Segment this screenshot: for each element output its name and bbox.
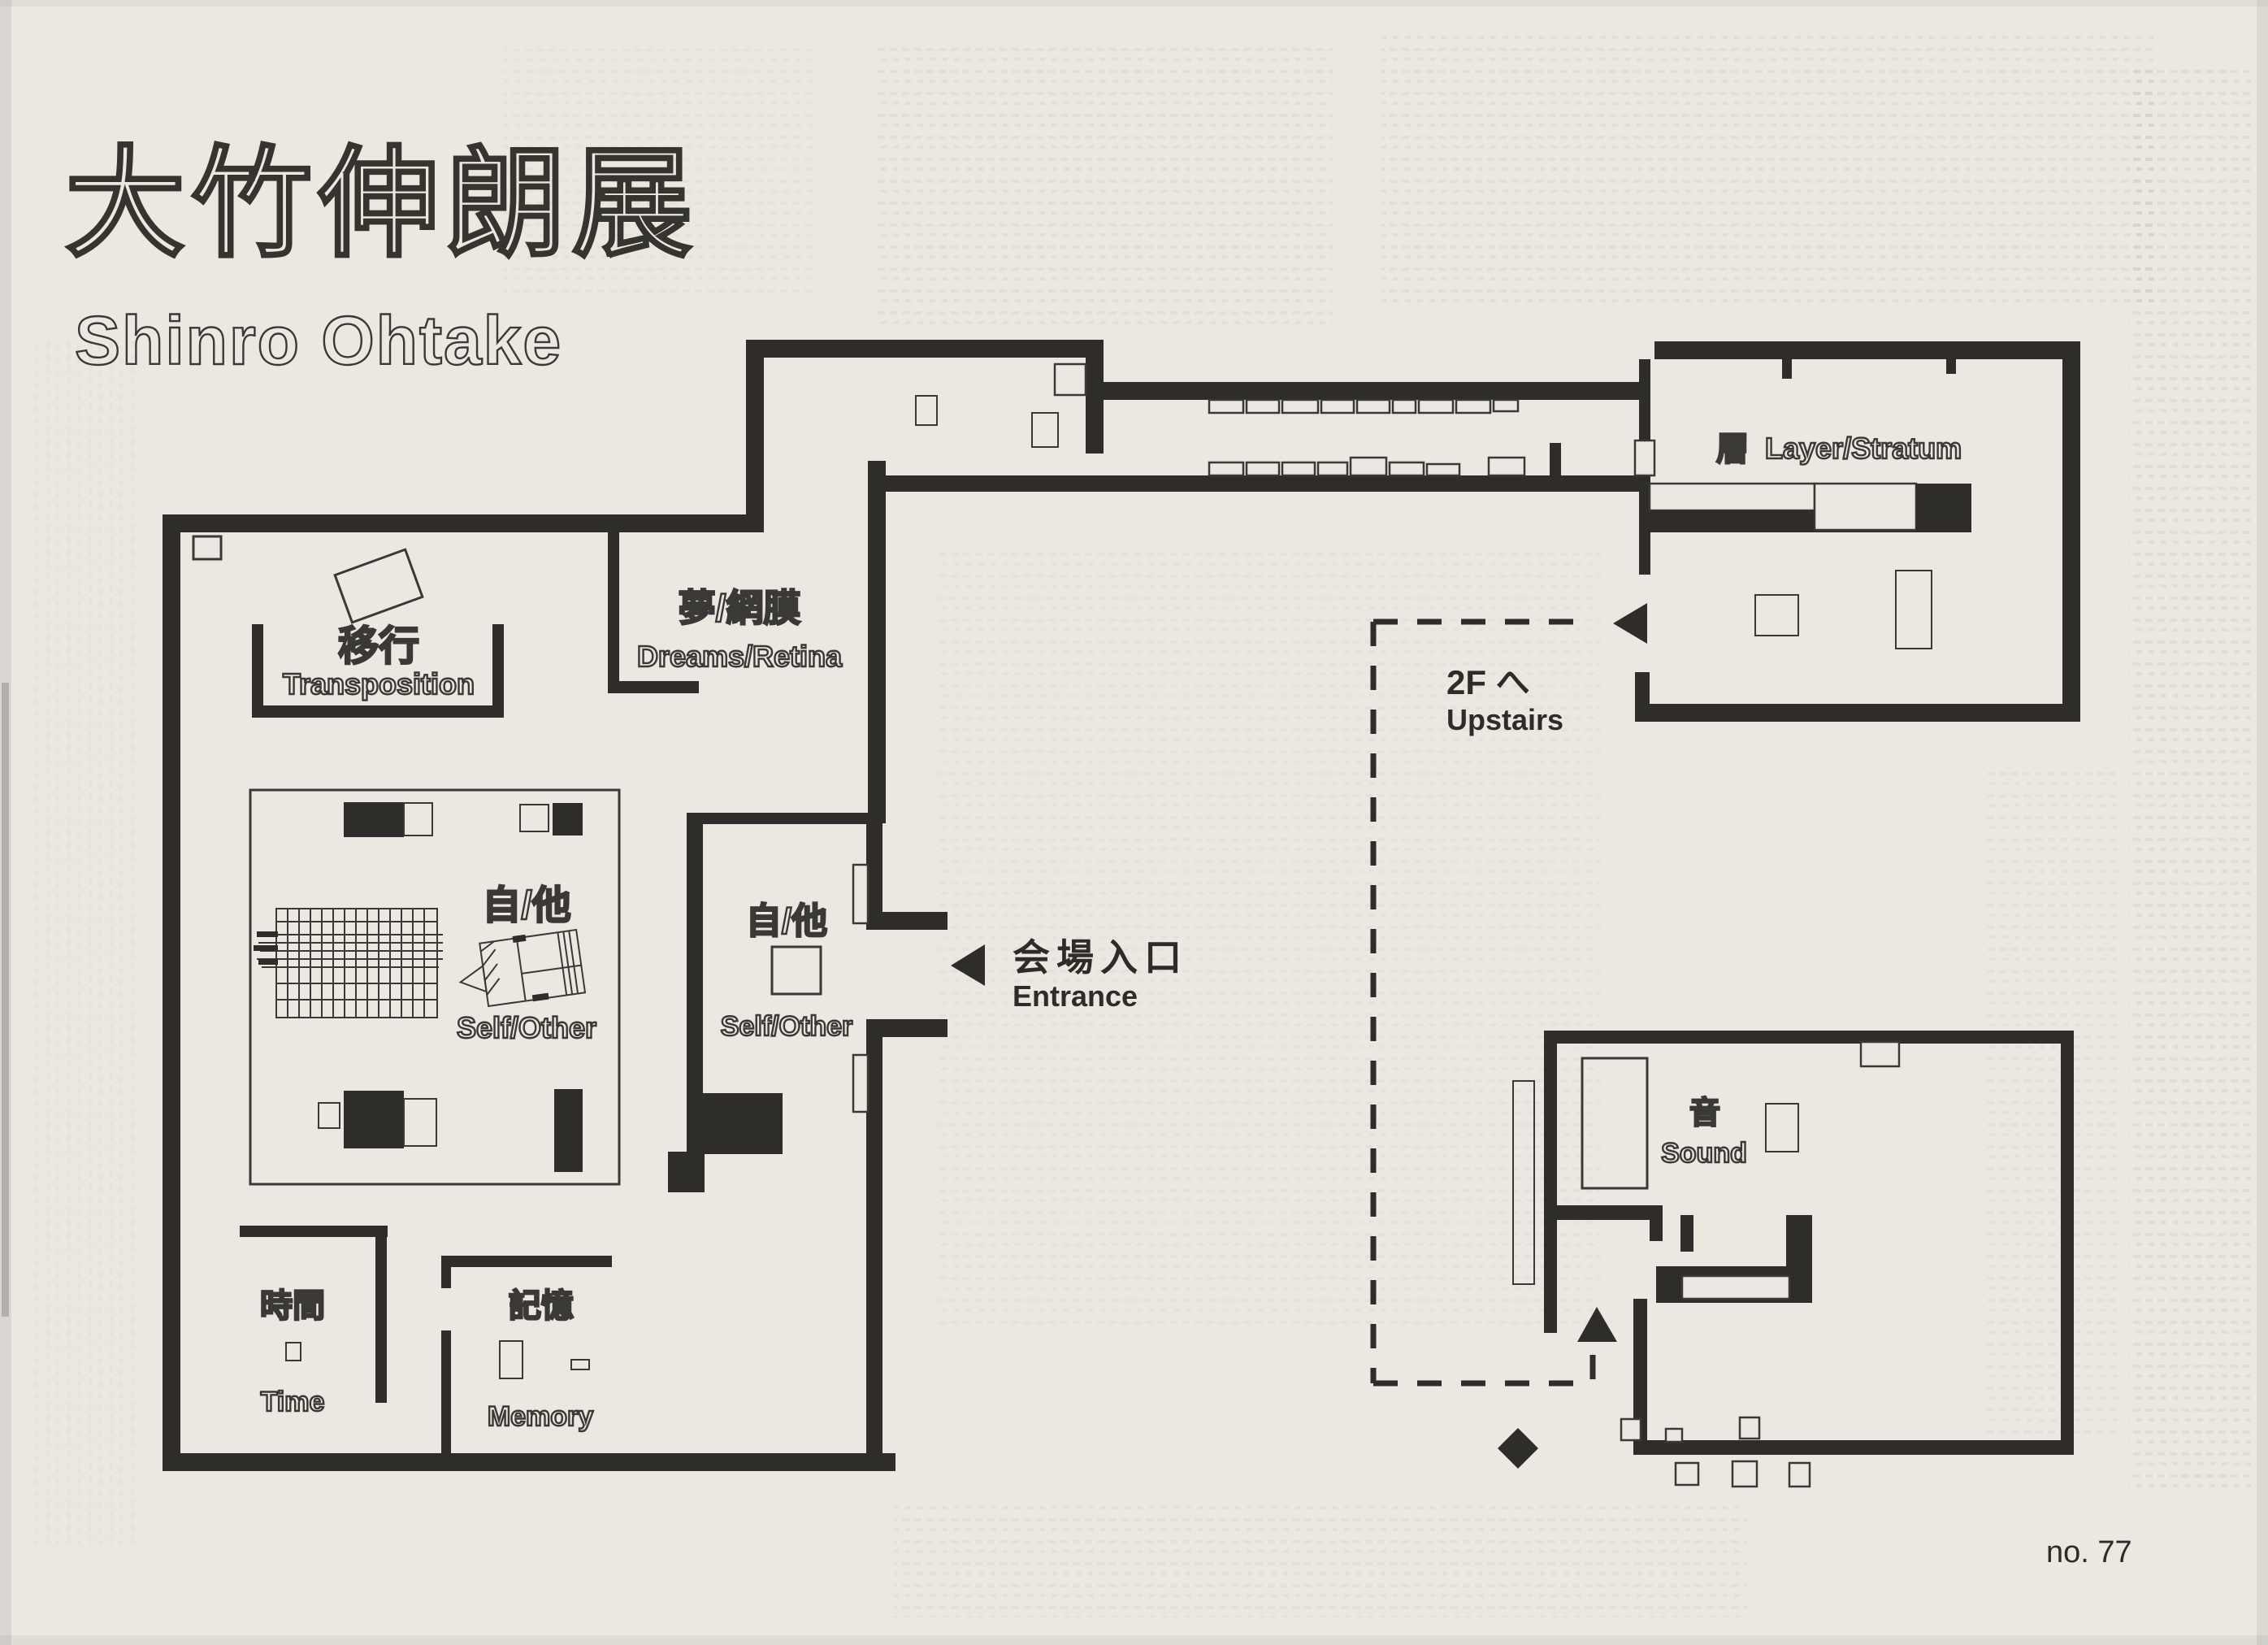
upstairs-label-jp: 2F へ bbox=[1446, 663, 1530, 701]
room-label-layer-stratum-en: Layer/Stratum bbox=[1765, 432, 1962, 465]
entrance-label-en: Entrance bbox=[1013, 979, 1138, 1013]
route-dashed-path bbox=[1370, 603, 1647, 1469]
room-label-self-other-small-jp: 自/他 bbox=[746, 901, 827, 941]
time-room bbox=[285, 1342, 301, 1361]
page-number: no. 77 bbox=[2046, 1535, 2132, 1569]
corridor-display-cases bbox=[1053, 362, 1656, 477]
room-labels: 移行 Transposition 夢/網膜 Dreams/Retina 自/他 … bbox=[259, 431, 1962, 1433]
annotation-labels: 会場入口 Entrance 2F へ Upstairs no. 77 bbox=[1013, 663, 2132, 1569]
room-label-self-other-main-jp: 自/他 bbox=[482, 884, 570, 927]
memory-room bbox=[499, 1340, 590, 1379]
entrance-arrow-icon bbox=[951, 944, 985, 986]
page-title-japanese: 大竹伸朗展 bbox=[65, 137, 699, 271]
room-label-memory-jp: 記憶 bbox=[509, 1288, 574, 1324]
room-label-dreams-retina-en: Dreams/Retina bbox=[637, 640, 843, 673]
room-label-dreams-retina-jp: 夢/網膜 bbox=[679, 587, 801, 629]
floor-plan-walls bbox=[163, 340, 2080, 1471]
upstairs-label-en: Upstairs bbox=[1446, 703, 1563, 736]
room-label-sound-en: Sound bbox=[1661, 1138, 1747, 1169]
bleed-through-texture bbox=[33, 33, 2251, 1617]
page-title-english: Shinro Ohtake bbox=[75, 302, 562, 379]
sound-exit-arrow-icon bbox=[1577, 1307, 1617, 1342]
upstairs-route-arrow-icon bbox=[1613, 603, 1647, 644]
route-marker-diamond-icon bbox=[1498, 1428, 1538, 1469]
entrance-label-jp: 会場入口 bbox=[1013, 936, 1188, 979]
artwork-sketch-house bbox=[458, 928, 587, 1008]
transposition-room bbox=[192, 535, 424, 624]
room-label-memory-en: Memory bbox=[488, 1401, 593, 1432]
room-label-layer-stratum-jp: 層 bbox=[1716, 432, 1749, 467]
self-other-small-room bbox=[770, 863, 869, 1113]
room-label-self-other-small-en: Self/Other bbox=[721, 1011, 852, 1042]
room-label-time-jp: 時間 bbox=[260, 1288, 325, 1324]
room-label-transposition-en: Transposition bbox=[283, 667, 475, 701]
upper-room-fixtures bbox=[915, 395, 1059, 448]
layer-stratum-room bbox=[1648, 482, 1971, 649]
room-label-transposition-jp: 移行 bbox=[338, 623, 419, 669]
sound-room bbox=[1512, 1040, 1901, 1488]
room-label-sound-jp: 音 bbox=[1689, 1096, 1720, 1131]
room-label-self-other-main-en: Self/Other bbox=[457, 1011, 596, 1044]
self-other-main-room bbox=[249, 788, 621, 1186]
room-label-time-en: Time bbox=[261, 1387, 325, 1417]
artwork-sketch-hatched bbox=[254, 908, 443, 1018]
title-block: 大竹伸朗展 Shinro Ohtake bbox=[64, 137, 699, 380]
